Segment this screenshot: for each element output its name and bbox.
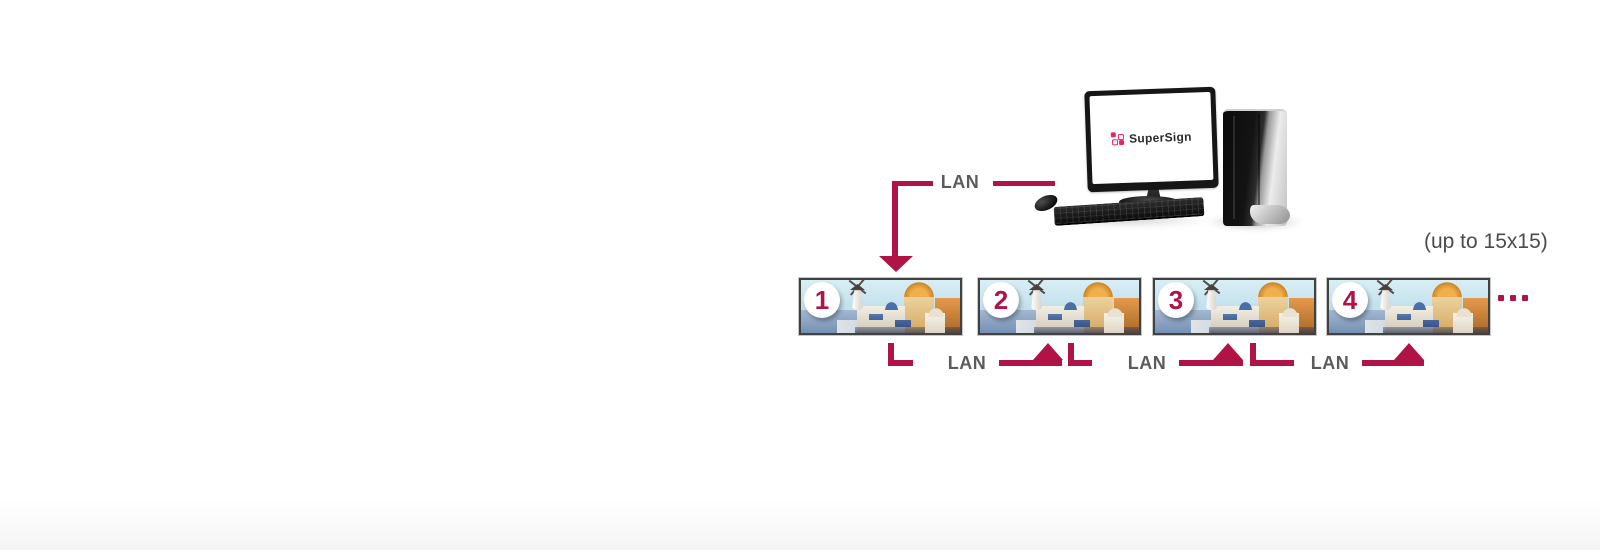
page-bottom-fade	[0, 498, 1600, 550]
arrow-up-icon	[1213, 343, 1243, 360]
chain-line-elbow	[888, 360, 913, 366]
chain-line-down	[888, 343, 894, 366]
chain-lan-label: LAN	[1127, 353, 1167, 373]
chain-lan-label: LAN	[947, 353, 987, 373]
chain-lan-label: LAN	[1310, 353, 1350, 373]
windmill-icon	[848, 280, 868, 310]
display-4: 4	[1327, 278, 1490, 335]
capacity-note: (up to 15x15)	[1424, 230, 1548, 253]
pc-tower-foot	[1250, 205, 1290, 224]
windmill-icon	[1027, 280, 1047, 310]
chain-line-across	[999, 360, 1062, 366]
arrow-down-icon	[879, 256, 913, 272]
chain-line-down	[1250, 343, 1256, 366]
monitor-screen: SuperSign	[1089, 91, 1214, 185]
display-number-badge: 3	[1158, 282, 1194, 318]
supersign-logo: SuperSign	[1110, 129, 1193, 147]
ellipsis-dots-icon	[1498, 295, 1528, 301]
windmill-icon	[1202, 280, 1222, 310]
supersign-logo-text: SuperSign	[1128, 129, 1193, 146]
chain-line-elbow	[1250, 360, 1294, 366]
top-lan-line-vertical	[892, 181, 898, 258]
display-number-badge: 1	[804, 282, 840, 318]
top-lan-line-right	[993, 181, 1055, 186]
chain-line-down	[1068, 343, 1074, 366]
top-lan-label: LAN	[940, 172, 980, 192]
top-lan-line-left	[892, 181, 933, 186]
display-3: 3	[1153, 278, 1316, 335]
arrow-up-icon	[1394, 343, 1424, 360]
supersign-pinwheel-logo-icon	[1110, 132, 1125, 146]
monitor: SuperSign	[1084, 86, 1219, 193]
windmill-icon	[1376, 280, 1396, 310]
display-number-badge: 2	[983, 282, 1019, 318]
chain-line-across	[1179, 360, 1243, 366]
display-1: 1	[799, 278, 962, 335]
chain-line-across	[1362, 360, 1424, 366]
chain-line-elbow	[1068, 360, 1092, 366]
display-number-badge: 4	[1332, 282, 1368, 318]
arrow-up-icon	[1033, 343, 1063, 360]
display-2: 2	[978, 278, 1141, 335]
